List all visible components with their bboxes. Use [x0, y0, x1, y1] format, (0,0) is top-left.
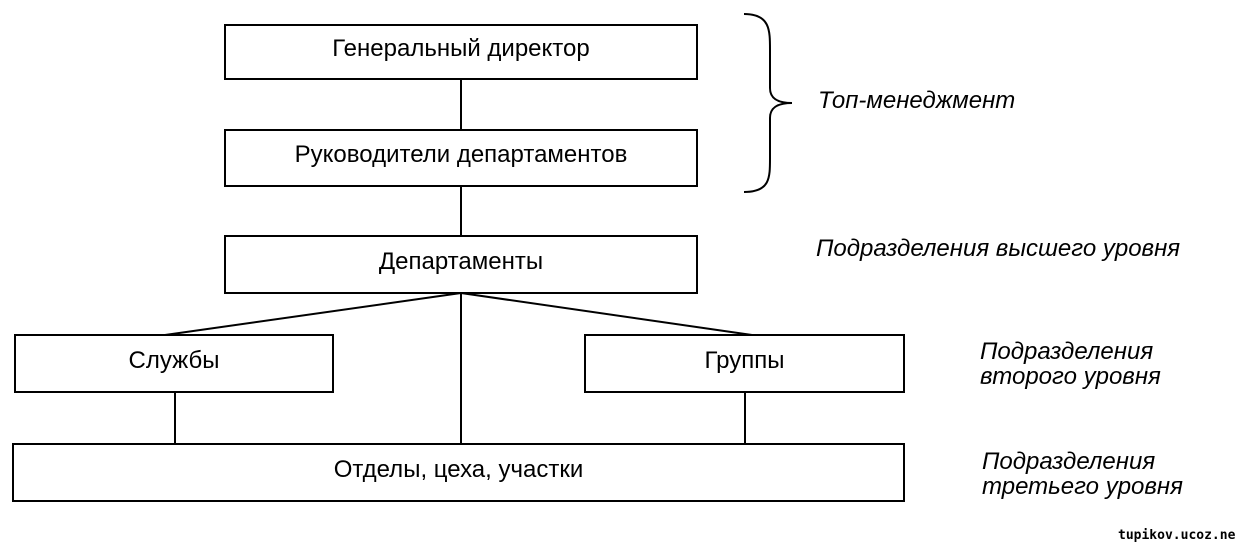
upper-level-text: Подразделения высшего уровня — [816, 235, 1181, 262]
third-level-line2: третьего уровня — [982, 473, 1183, 500]
dept-heads-label: Руководители департаментов — [294, 141, 628, 168]
third-level-line1: Подразделения — [982, 448, 1156, 475]
dept-heads-box: Руководители департаментов — [224, 129, 698, 187]
upper-level-label: Подразделения высшего уровня — [816, 236, 1180, 261]
services-box: Службы — [14, 334, 334, 393]
sections-box: Отделы, цеха, участки — [12, 443, 905, 502]
director-label: Генеральный директор — [332, 35, 590, 62]
second-level-line2: второго уровня — [980, 363, 1161, 390]
third-level-label: Подразделения третьего уровня — [982, 449, 1183, 499]
line-departments-to-services — [164, 292, 462, 336]
top-management-label: Топ-менеджмент — [818, 88, 1015, 113]
departments-label: Департаменты — [378, 247, 544, 275]
watermark: tupikov.ucoz.net — [1118, 528, 1235, 543]
director-box: Генеральный директор — [224, 24, 698, 80]
top-management-text: Топ-менеджмент — [818, 87, 1016, 114]
departments-box: Департаменты — [224, 235, 698, 294]
line-departments-to-groups — [460, 292, 753, 336]
second-level-label: Подразделения второго уровня — [980, 339, 1161, 389]
top-management-brace — [743, 13, 793, 193]
second-level-line1: Подразделения — [980, 338, 1154, 365]
groups-label: Группы — [704, 346, 785, 374]
services-label: Службы — [128, 346, 220, 374]
groups-box: Группы — [584, 334, 905, 393]
sections-label: Отделы, цеха, участки — [333, 455, 584, 483]
